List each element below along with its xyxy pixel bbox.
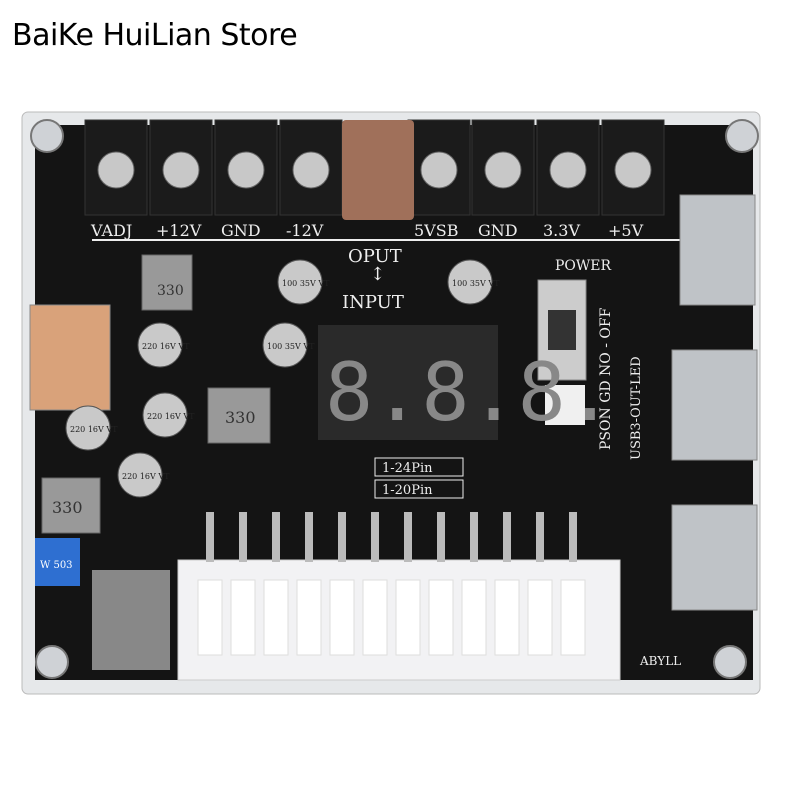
usb-ports [29, 194, 758, 611]
terminal-label: 5VSB [414, 221, 458, 240]
screw-icon [725, 119, 759, 153]
terminal-label: VADJ [90, 221, 132, 240]
pin [338, 512, 346, 562]
screw-icon [162, 151, 200, 189]
capacitor [142, 392, 188, 438]
capacitor-label: 100 35V VT [282, 279, 330, 288]
inductor-label: 330 [157, 283, 184, 299]
screw-icon [614, 151, 652, 189]
connector-slot [263, 579, 289, 656]
capacitor [65, 405, 111, 451]
direction-bottom-label: INPUT [342, 292, 404, 313]
usb-port-left[interactable] [29, 304, 111, 411]
terminal-label: GND [221, 221, 261, 240]
arrow-updown-icon: ↕ [370, 264, 385, 285]
connector-slot [230, 579, 256, 656]
screw-icon [420, 151, 458, 189]
terminal-label: +12V [156, 221, 202, 240]
pin [569, 512, 577, 562]
pin [206, 512, 214, 562]
capacitor [117, 452, 163, 498]
screw-icon [713, 645, 747, 679]
inductor [207, 387, 271, 444]
display-digits: 8.8.8. [325, 346, 614, 439]
pot-label: W 503 [40, 560, 73, 571]
capacitor-label: 220 16V VT [147, 412, 195, 421]
connector-slot [329, 579, 355, 656]
capacitor-label: 220 16V VT [122, 472, 170, 481]
pin [437, 512, 445, 562]
screw-icon [549, 151, 587, 189]
connector-slot [461, 579, 487, 656]
terminal-label: 3.3V [543, 221, 580, 240]
fuse [342, 120, 414, 220]
terminal-label: +5V [608, 221, 644, 240]
capacitor-label: 100 35V VT [452, 279, 500, 288]
connector-2pin [545, 385, 585, 425]
direction-top-label: OPUT [348, 246, 402, 267]
pin [470, 512, 478, 562]
corner-screws [30, 119, 759, 679]
pin [239, 512, 247, 562]
terminal-label: -12V [286, 221, 324, 240]
capacitor [137, 322, 183, 368]
connector-slot [395, 579, 421, 656]
power-label: POWER [555, 258, 612, 274]
screw-icon [97, 151, 135, 189]
capacitor [277, 259, 323, 305]
voltage-display [318, 325, 498, 440]
pin [503, 512, 511, 562]
switch-label: PSON GD NO - OFF [598, 307, 614, 450]
usb-port[interactable] [671, 349, 758, 461]
connector-slot [197, 579, 223, 656]
usb-port[interactable] [679, 194, 756, 306]
connector-slot [560, 579, 586, 656]
usb-port[interactable] [671, 504, 758, 611]
inductor-label: 330 [225, 408, 256, 427]
pin [371, 512, 379, 562]
pin-20-label: 1-20Pin [382, 483, 433, 498]
screw-icon [292, 151, 330, 189]
connector-slot [428, 579, 454, 656]
brand-mark: ABYLL [639, 654, 681, 668]
capacitor-label: 100 35V VT [267, 342, 315, 351]
inductor [141, 254, 193, 311]
screw-icon [484, 151, 522, 189]
capacitor [262, 322, 308, 368]
connector-slot [362, 579, 388, 656]
terminal-label: GND [478, 221, 518, 240]
screw-icon [35, 645, 69, 679]
pin [404, 512, 412, 562]
potentiometer[interactable] [35, 538, 80, 586]
connector-slot [494, 579, 520, 656]
capacitor-label: 220 16V VT [142, 342, 190, 351]
screw-icon [30, 119, 64, 153]
usb-label: USB3-OUT-LED [629, 356, 644, 460]
pin [305, 512, 313, 562]
voltage-regulator [92, 570, 170, 670]
pin-24-label: 1-24Pin [382, 461, 433, 476]
inductor-label: 330 [52, 498, 83, 517]
store-title: BaiKe HuiLian Store [12, 18, 298, 53]
terminal-blocks [84, 119, 665, 216]
screw-icon [227, 151, 265, 189]
pin [272, 512, 280, 562]
pin [536, 512, 544, 562]
capacitor-label: 220 16V VT [70, 425, 118, 434]
connector-slot [527, 579, 553, 656]
inductor [41, 477, 101, 534]
capacitor [447, 259, 493, 305]
connector-slot [296, 579, 322, 656]
